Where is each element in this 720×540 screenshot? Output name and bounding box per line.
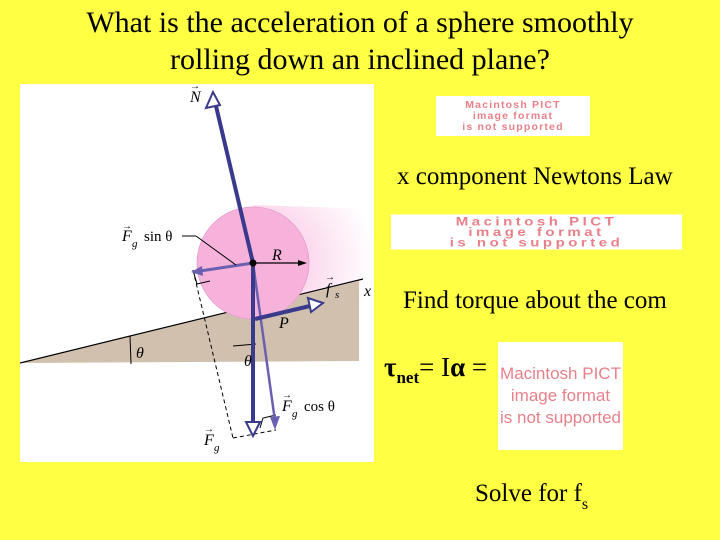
title-line-1: What is the acceleration of a sphere smo…: [86, 6, 634, 39]
free-body-diagram: N → F → g sin θ R f → s x P θ θ F → g co…: [20, 84, 374, 454]
friction-vector: [254, 304, 311, 321]
fg-sin-label: F: [121, 228, 132, 245]
unsupported-image-placeholder-2: Macintosh PICT image format is not suppo…: [391, 214, 682, 250]
torque-equation: τnet= Iα =: [384, 352, 488, 387]
newton-law-heading: x component Newtons Law: [397, 163, 673, 190]
tau-symbol: τ: [384, 352, 397, 382]
solve-instruction: Solve for fs: [475, 480, 589, 513]
rolling-sphere-diagram: N → F → g sin θ R f → s x P θ θ F → g co…: [20, 84, 374, 462]
friction-label: f: [326, 281, 333, 298]
unsupported-image-placeholder-1: Macintosh PICT image format is not suppo…: [436, 96, 590, 136]
incline-surface: [20, 278, 364, 364]
svg-text:→: →: [122, 221, 132, 232]
svg-text:→: →: [204, 424, 214, 435]
svg-text:→: →: [325, 272, 335, 283]
unsupported-image-placeholder-3: Macintosh PICT image format is not suppo…: [498, 342, 623, 450]
svg-text:→: →: [282, 390, 292, 401]
title-line-2: rolling down an inclined plane?: [170, 43, 550, 76]
tau-subscript: net: [396, 368, 420, 387]
alpha-symbol: α: [450, 352, 466, 382]
svg-text:→: →: [190, 84, 200, 92]
gravity-label: F: [203, 432, 214, 449]
right-angle-mark: [192, 269, 211, 285]
fg-cos-label: F: [281, 398, 292, 415]
svg-text:sin θ: sin θ: [144, 229, 172, 245]
radius-label: R: [271, 247, 282, 264]
svg-text:g: g: [214, 442, 220, 454]
fg-sin-vector: [199, 261, 254, 273]
svg-text:g: g: [292, 408, 298, 420]
contact-point-label: P: [278, 315, 289, 332]
projection-line: [192, 269, 234, 439]
torque-heading: Find torque about the com: [403, 287, 667, 314]
normal-label: N: [189, 89, 202, 106]
theta-incline-label: θ: [136, 345, 144, 362]
center-of-mass: [249, 259, 257, 267]
normal-force-vector: [214, 105, 255, 264]
svg-text:g: g: [132, 238, 138, 250]
x-axis-label: x: [363, 283, 371, 300]
svg-text:cos θ: cos θ: [304, 399, 335, 415]
fg-cos-vector: [251, 262, 277, 422]
theta-vertical-label: θ: [244, 353, 252, 370]
slide-title: What is the acceleration of a sphere smo…: [0, 4, 720, 78]
svg-text:s: s: [335, 289, 339, 301]
